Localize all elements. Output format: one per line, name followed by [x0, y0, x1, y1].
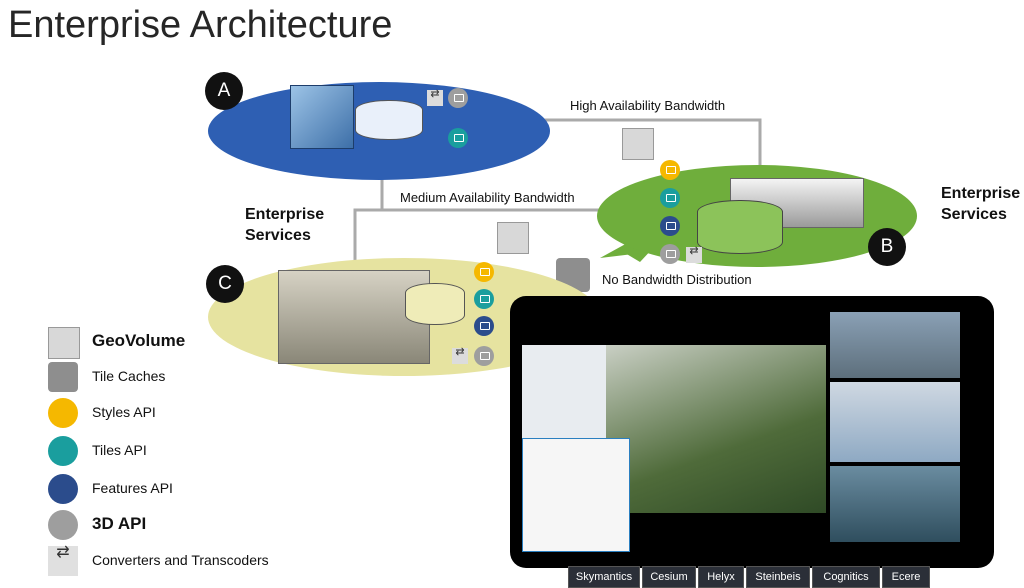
- legend-label: Converters and Transcoders: [92, 552, 269, 568]
- 3d-api-icon: [474, 346, 494, 366]
- vendor-cesium: Cesium: [642, 566, 696, 588]
- styles-api-icon: [474, 262, 494, 282]
- node-b-label-line2: Services: [941, 206, 1007, 223]
- legend-label: GeoVolume: [92, 331, 186, 350]
- tile-cache-icon: [48, 362, 78, 392]
- thumbnail-view-3: [830, 466, 960, 542]
- page-title: Enterprise Architecture: [8, 4, 393, 46]
- database-icon: [697, 200, 783, 254]
- office-building-icon: [290, 85, 354, 149]
- vendor-skymantics: Skymantics: [568, 566, 640, 588]
- vendor-cognitics: Cognitics: [812, 566, 880, 588]
- database-icon: [355, 100, 423, 140]
- 3d-api-icon: [448, 88, 468, 108]
- node-b-badge: B: [868, 228, 906, 266]
- medium-bandwidth-label: Medium Availability Bandwidth: [400, 190, 575, 205]
- node-b-label-line1: Enterprise: [941, 185, 1021, 202]
- main-3d-view: [606, 345, 826, 513]
- military-truck-image: [278, 270, 430, 364]
- node-c-label-line2: Services: [245, 227, 311, 244]
- converter-icon: ⇄: [48, 545, 78, 576]
- tiles-api-icon: [48, 436, 78, 466]
- features-api-icon: [660, 216, 680, 236]
- converter-icon: ⇄: [427, 89, 443, 106]
- node-c-label-line1: Enterprise: [245, 206, 325, 223]
- 3d-api-icon: [48, 510, 78, 540]
- legend-label: Tiles API: [92, 442, 147, 458]
- thumbnail-view-2: [830, 382, 960, 462]
- 3d-api-icon: [660, 244, 680, 264]
- styles-api-icon: [48, 398, 78, 428]
- converter-icon: ⇄: [686, 246, 702, 263]
- no-bandwidth-label: No Bandwidth Distribution: [602, 272, 752, 287]
- vendor-helyx: Helyx: [698, 566, 744, 588]
- thumbnail-view-1: [830, 312, 960, 378]
- legend-label: Styles API: [92, 404, 156, 420]
- geovolume-icon: [48, 327, 80, 359]
- tiles-api-icon: [448, 128, 468, 148]
- legend-label: 3D API: [92, 514, 147, 533]
- node-c-badge: C: [206, 265, 244, 303]
- layers-panel: [522, 438, 630, 552]
- high-bandwidth-label: High Availability Bandwidth: [570, 98, 726, 113]
- features-api-icon: [474, 316, 494, 336]
- geovolume-icon: [622, 128, 654, 160]
- database-icon: [405, 283, 465, 325]
- geovolume-icon: [497, 222, 529, 254]
- styles-api-icon: [660, 160, 680, 180]
- legend-label: Tile Caches: [92, 368, 166, 384]
- tiles-api-icon: [660, 188, 680, 208]
- legend-label: Features API: [92, 480, 173, 496]
- converter-icon: ⇄: [452, 347, 468, 364]
- vendor-ecere: Ecere: [882, 566, 930, 588]
- features-api-icon: [48, 474, 78, 504]
- node-a-badge: A: [205, 72, 243, 110]
- vendor-steinbeis: Steinbeis: [746, 566, 810, 588]
- tiles-api-icon: [474, 289, 494, 309]
